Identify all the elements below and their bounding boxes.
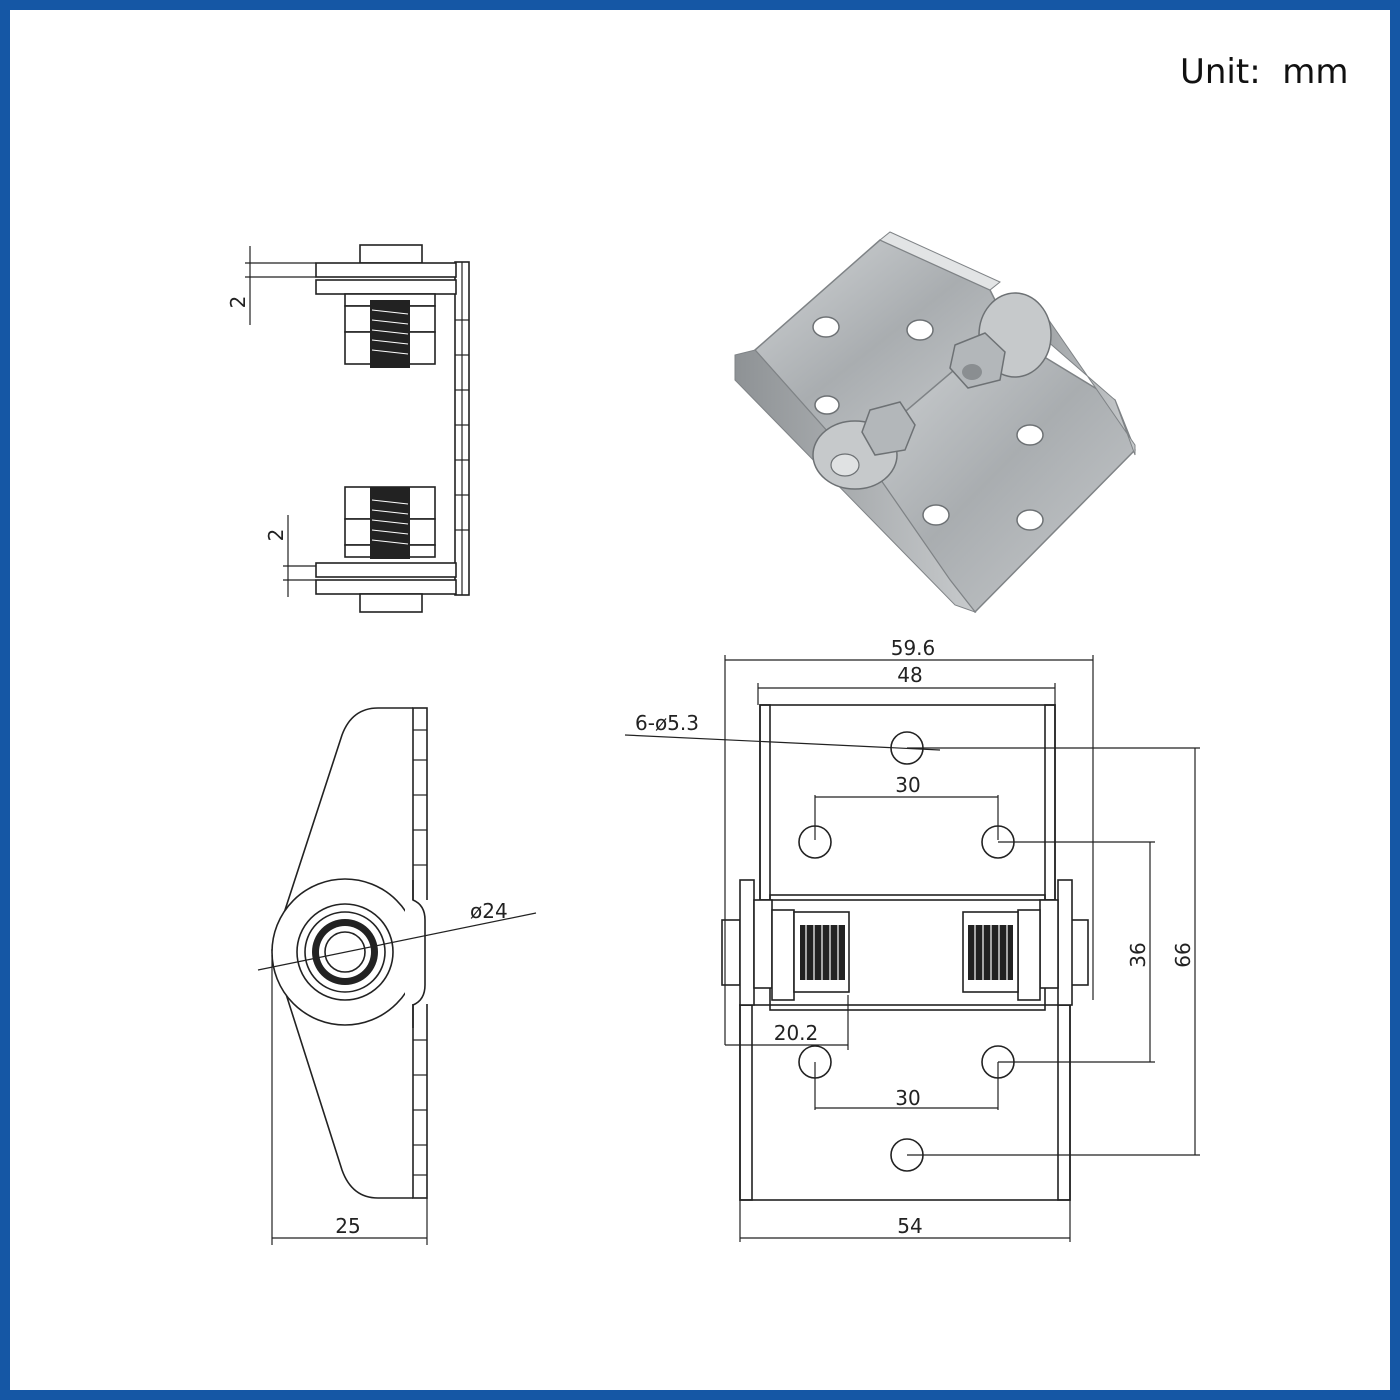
dim-overall-height: 66 [1171,942,1195,967]
dim-vertical-holes: 36 [1126,942,1150,967]
dim-base-width: 54 [897,1214,922,1238]
dim-hole-spacing-top: 30 [895,773,920,797]
dim-hinge-length: 20.2 [774,1021,819,1045]
hinge-photo-icon [734,231,1136,614]
end-dim-diameter: ø24 [470,899,508,923]
side-dim-top: 2 [226,296,250,309]
dim-holes: 6-ø5.3 [635,711,699,735]
unit-label: Unit: mm [1180,52,1349,92]
front-view: 59.6 48 6-ø5.3 30 30 20.2 54 36 66 [624,636,1200,1242]
dim-plate-width: 48 [897,663,922,687]
dim-overall-width: 59.6 [891,636,936,660]
side-view: 2 2 [226,244,470,613]
end-view: ø24 25 [257,707,537,1245]
end-dim-width: 25 [335,1214,360,1238]
side-dim-bottom: 2 [264,529,288,542]
dim-hole-spacing-bottom: 30 [895,1086,920,1110]
